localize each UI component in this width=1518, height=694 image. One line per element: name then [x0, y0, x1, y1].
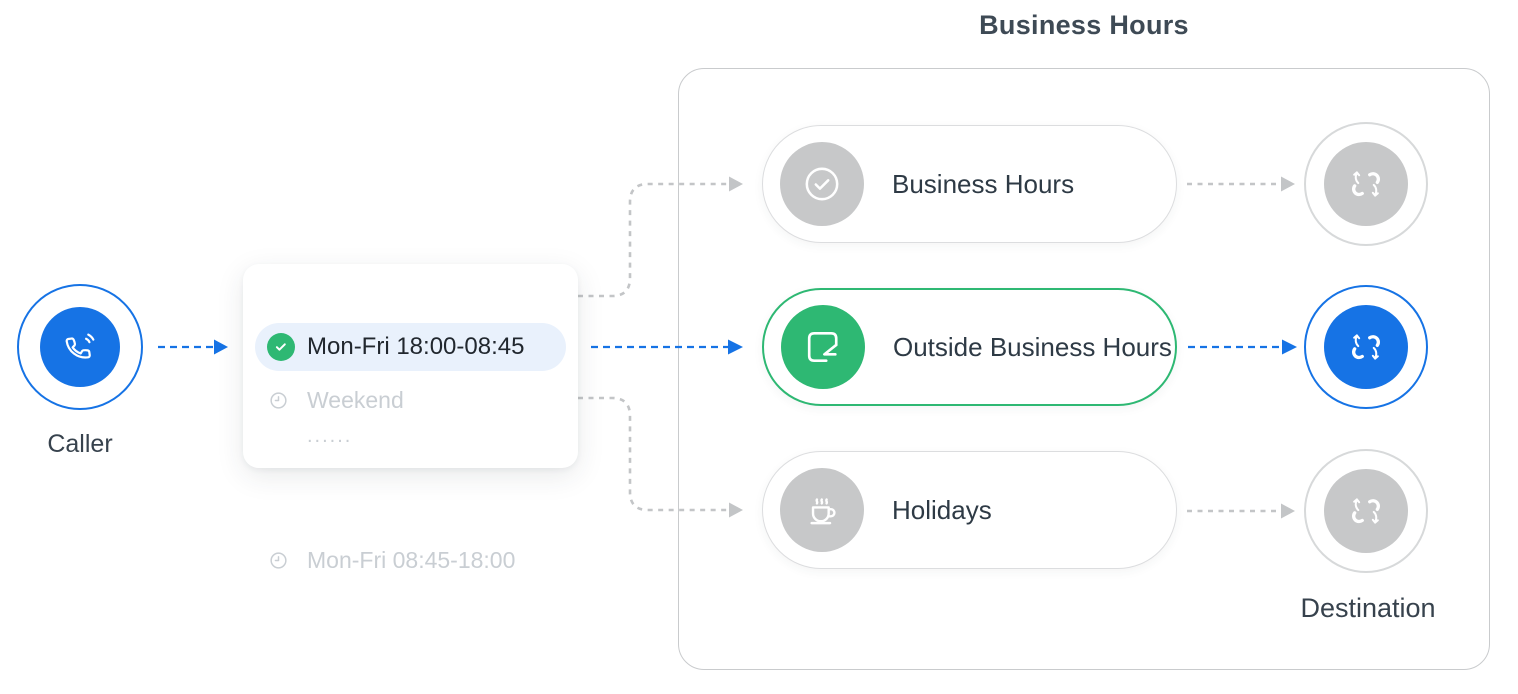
route-holidays: Holidays: [762, 451, 1177, 569]
destination-node-outside-business-hours: [1304, 285, 1428, 409]
destination-node-business-hours: [1304, 122, 1428, 246]
clock-icon: [268, 390, 289, 411]
call-transfer-icon: [1344, 162, 1388, 206]
destination-node-holidays: [1304, 449, 1428, 573]
check-icon: [267, 333, 295, 361]
schedule-item-label: Mon-Fri 08:45-18:00: [307, 546, 516, 573]
route-outside-business-hours: Outside Business Hours: [762, 288, 1177, 406]
clock-icon: [268, 550, 289, 571]
schedule-item-selected: Mon-Fri 18:00-08:45: [255, 323, 566, 371]
caller-label: Caller: [47, 430, 113, 458]
route-label: Business Hours: [892, 168, 1075, 199]
schedule-item: Mon-Fri 08:45-18:00: [243, 540, 578, 580]
check-circle-icon: [799, 161, 845, 207]
coffee-cup-icon: [799, 487, 845, 533]
schedule-item-label: Weekend: [307, 386, 404, 413]
schedule-card: Mon-Fri 08:45-18:00 Mon-Fri 18:00-08:45 …: [243, 264, 578, 573]
call-transfer-icon: [1344, 325, 1388, 369]
route-label: Outside Business Hours: [893, 331, 1172, 362]
route-label: Holidays: [892, 494, 992, 525]
schedule-item: Weekend: [243, 380, 578, 420]
route-business-hours: Business Hours: [762, 125, 1177, 243]
destination-label: Destination: [1300, 593, 1436, 623]
call-transfer-icon: [1344, 489, 1388, 533]
schedule-item-ellipsis: ......: [243, 416, 578, 456]
group-title: Business Hours: [979, 10, 1189, 40]
call-out-icon: [800, 324, 846, 370]
schedule-item-label: Mon-Fri 18:00-08:45: [307, 333, 525, 360]
business-hours-group-box: [678, 68, 1490, 670]
phone-ring-icon: [59, 326, 101, 368]
caller-node: [17, 284, 143, 410]
ellipsis-label: ......: [307, 424, 353, 447]
